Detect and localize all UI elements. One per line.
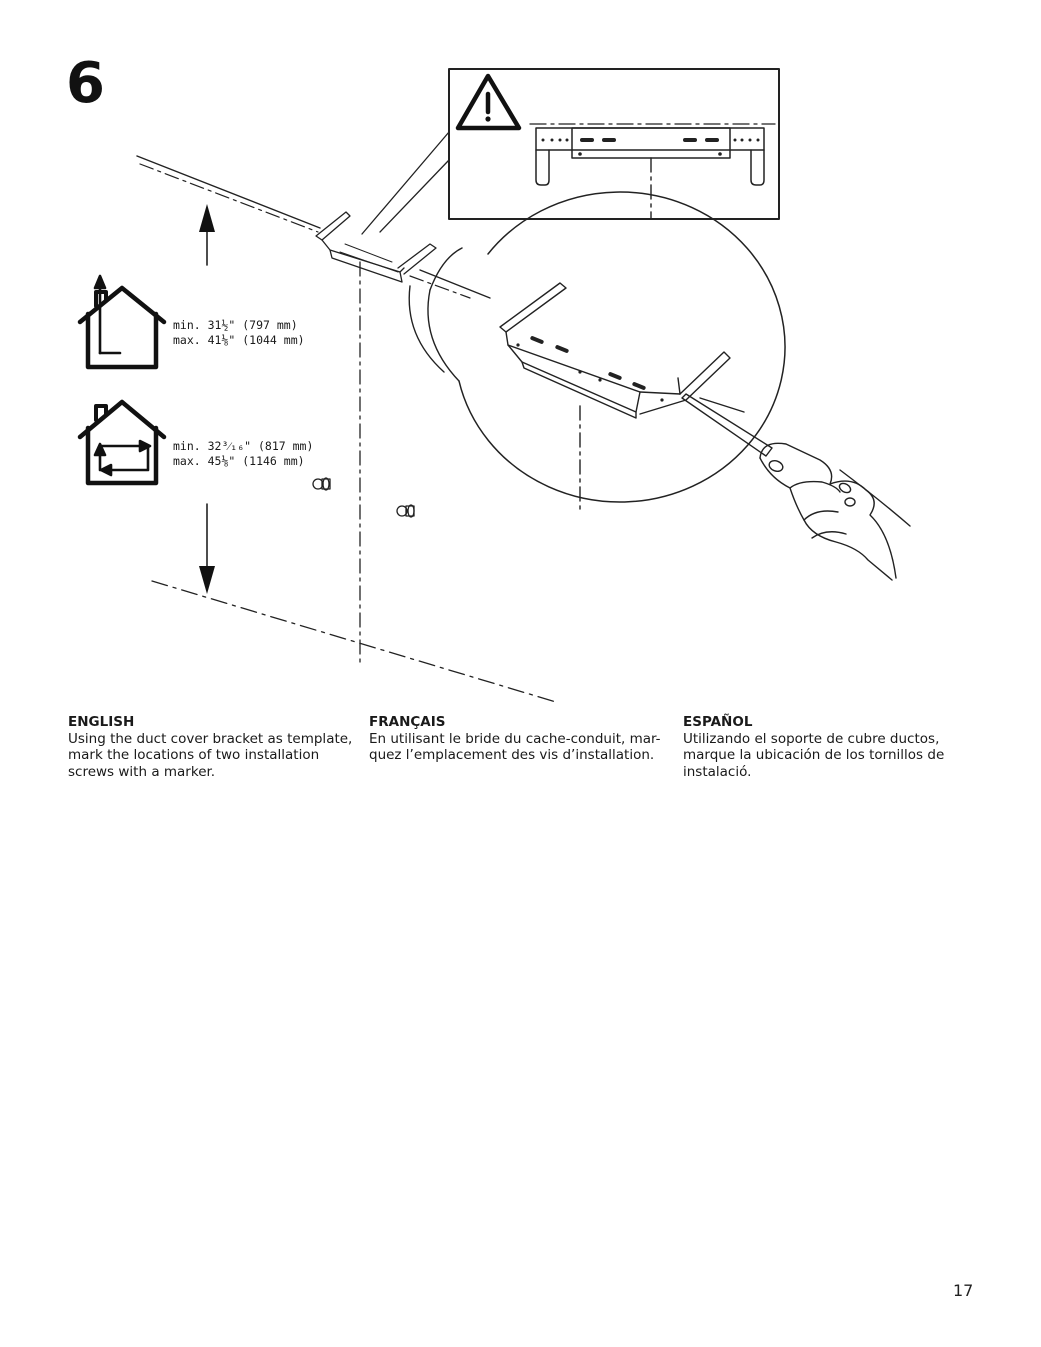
french-body: En utilisant le bride du cache-conduit, … bbox=[369, 730, 661, 764]
english-column: ENGLISH Using the duct cover bracket as … bbox=[68, 714, 363, 780]
installation-illustration bbox=[77, 68, 911, 703]
vented-min-text: min. 31½" (797 mm) bbox=[173, 318, 298, 332]
hand-with-marker-icon bbox=[681, 393, 911, 581]
step-number: 6 bbox=[66, 51, 105, 116]
spanish-body: Utilizando el soporte de cubre ductos, m… bbox=[683, 730, 945, 780]
magnified-detail bbox=[408, 191, 911, 581]
vented-max-text: max. 41⅛" (1044 mm) bbox=[173, 333, 305, 347]
vented-house-icon bbox=[77, 274, 167, 370]
english-body: Using the duct cover bracket as template… bbox=[68, 730, 353, 780]
floor-line bbox=[151, 580, 557, 703]
english-heading: ENGLISH bbox=[68, 714, 135, 730]
spanish-column: ESPAÑOL Utilizando el soporte de cubre d… bbox=[683, 714, 973, 780]
spanish-heading: ESPAÑOL bbox=[683, 714, 753, 730]
bracket-small bbox=[315, 211, 437, 283]
screw-icon bbox=[312, 477, 331, 491]
recirc-min-text: min. 32³⁄₁₆" (817 mm) bbox=[173, 439, 314, 453]
french-heading: FRANÇAIS bbox=[369, 714, 446, 730]
page-number: 17 bbox=[953, 1281, 974, 1300]
recirculating-house-icon bbox=[77, 399, 167, 486]
recirc-max-text: max. 45⅛" (1146 mm) bbox=[173, 454, 305, 468]
french-column: FRANÇAIS En utilisant le bride du cache-… bbox=[369, 714, 674, 764]
ceiling-line bbox=[136, 155, 491, 299]
screw-icon bbox=[396, 504, 415, 518]
warning-inset bbox=[361, 68, 780, 235]
